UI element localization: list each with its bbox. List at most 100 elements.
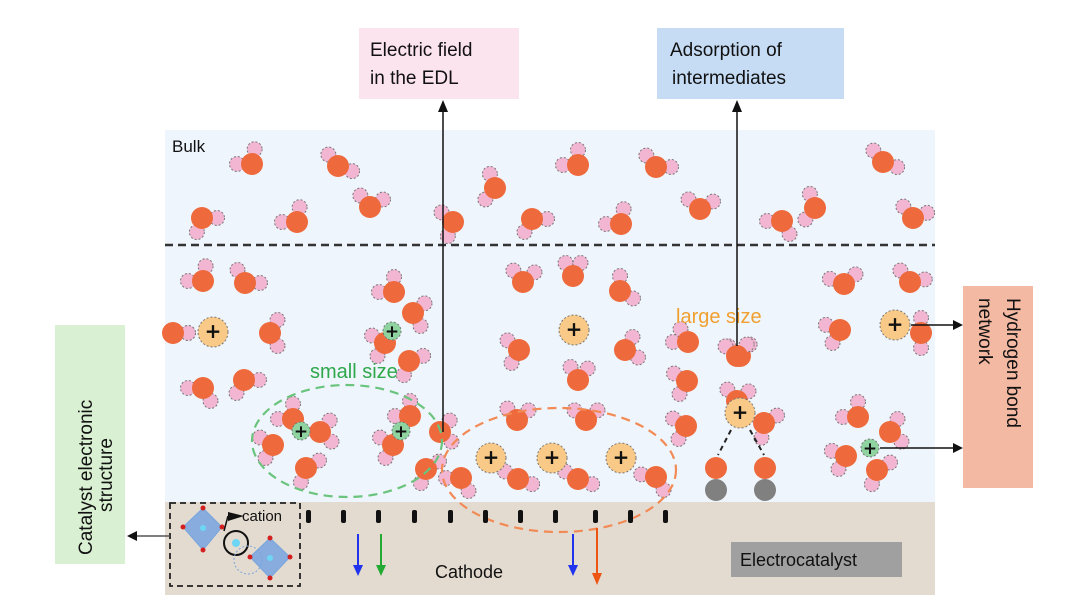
arrow-up-icon [732,100,742,112]
callout-catalyst-structure: Catalyst electronic structure [55,325,170,564]
large-cation: + [558,314,590,346]
water-molecule [477,165,506,208]
water-molecule [162,322,196,344]
oxygen-atom [192,270,214,292]
oxygen-atom [753,412,775,434]
water-molecule [895,198,936,229]
water-molecule [412,453,447,492]
water-molecule [188,207,225,241]
oxygen-atom [259,322,281,344]
water-molecule [180,377,219,409]
oxygen-atom [402,302,424,324]
svg-text:Adsorption of: Adsorption of [670,40,783,61]
hydrogen-atom [850,394,866,410]
oxygen-atom [829,319,851,341]
small-cation: + [860,438,880,459]
water-molecule [835,394,869,428]
water-molecule [609,268,641,307]
hydrogen-atom [913,310,929,326]
hydrogen-atom [386,269,402,285]
surface-site-tick [628,510,633,523]
octahedron-right-icon [247,535,293,581]
arrow-right-icon [953,320,963,330]
oxygen-atom [567,369,589,391]
oxygen-atom [567,468,589,490]
small-cation: + [291,421,311,442]
small-cation: + [391,421,411,442]
oxygen-atom [359,196,381,218]
water-molecule [497,463,541,493]
hydrogen-atom [180,325,196,341]
svg-text:Hydrogen bond: Hydrogen bond [1002,298,1023,428]
water-molecule [863,454,898,493]
water-molecule [555,142,589,176]
oxygen-atom [192,377,214,399]
water-molecule [402,295,433,334]
water-molecule [823,442,857,477]
callout-electric-field: Electric field in the EDL [359,28,519,432]
oxygen-atom [879,421,901,443]
large-cation: + [197,316,229,348]
svg-text:structure: structure [96,438,117,512]
oxygen-atom [835,445,857,467]
plus-icon: + [732,400,749,424]
water-molecule [292,452,327,491]
large-cation: + [536,442,568,474]
oxygen-atom [521,208,543,230]
surface-site-tick [518,510,523,523]
water-molecule [797,185,826,228]
adsorbed-intermediates [705,429,776,501]
oxygen-atom [450,467,472,489]
electron-arrows [353,528,602,585]
water-molecule [892,262,933,293]
water-molecule [252,429,284,466]
blue-arrow-icon [353,565,363,576]
hydrogen-atom [615,201,632,218]
oxygen-atom [676,370,698,392]
oxygen-atom [677,331,699,353]
cathode-label: Cathode [435,562,503,582]
svg-text:intermediates: intermediates [672,68,786,89]
oxygen-atom [233,369,255,391]
large-cation: + [605,442,637,474]
large-cation: + [724,397,756,429]
oxygen-atom [327,155,349,177]
large-cation: + [475,442,507,474]
cation-site-circle [223,530,249,556]
oxygen-atom [675,415,697,437]
plus-icon: + [544,445,561,469]
surface-site-tick [412,510,417,523]
water-molecule [879,411,910,450]
oxygen-atom [286,211,308,233]
svg-text:Electric field: Electric field [370,40,472,61]
arrow-up-icon [438,100,448,112]
oxygen-atom [567,154,589,176]
oxygen-atom [645,156,667,178]
oxygen-atom [508,339,530,361]
oxygen-atom [705,457,727,479]
water-molecule [320,146,361,180]
water-molecule [499,332,530,371]
plus-icon: + [566,317,583,341]
blue-arrow-icon-2 [568,565,578,576]
water-molecule [433,204,464,245]
hydrogen-atom [209,210,225,226]
catalyst-inset: cation [169,502,301,587]
oxygen-atom [191,207,213,229]
hydrogen-atom [612,268,628,284]
surface-site-tick [448,510,453,523]
oxygen-atom [309,421,331,443]
svg-text:in the EDL: in the EDL [370,68,459,89]
oxygen-atom [726,345,748,367]
arrow-left-icon [127,531,137,541]
hydrogen-atom [916,271,933,288]
oxygen-atom [442,211,464,233]
water-molecule [395,347,432,384]
surface-site-tick [341,510,346,523]
oxygen-atom [804,197,826,219]
oxygen-atom [847,406,869,428]
water-molecule [228,369,267,401]
octahedron-left-icon [180,505,225,553]
water-molecule [666,365,698,402]
oxygen-atom [771,210,793,232]
